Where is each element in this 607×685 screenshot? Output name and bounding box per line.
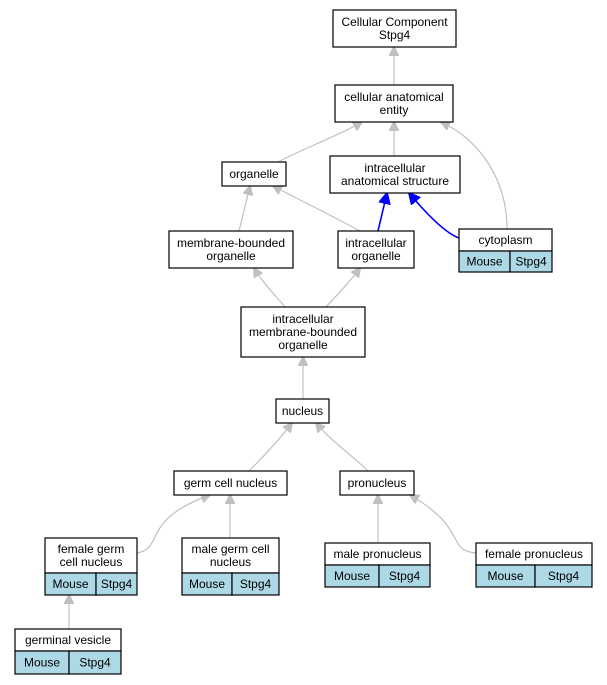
node-label-line: nucleus	[210, 555, 251, 569]
node-box	[240, 306, 366, 358]
node-label-line: membrane-bounded	[177, 236, 285, 250]
edge-femalepn-to-pronucleus	[410, 495, 477, 554]
species-label: Mouse	[24, 656, 60, 670]
edge-imbo-to-io	[325, 268, 360, 308]
node-box	[221, 161, 287, 187]
node-pronucleus[interactable]: pronucleus	[339, 470, 415, 496]
node-label-line: organelle	[351, 249, 401, 263]
edge-imbo-to-mbo	[254, 268, 286, 308]
node-box	[181, 537, 280, 574]
node-box	[334, 84, 454, 123]
gene-label: Stpg4	[389, 569, 421, 583]
node-label-line: male pronucleus	[333, 547, 421, 561]
node-label-line: cellular anatomical	[344, 90, 443, 104]
node-label-line: organelle	[278, 338, 328, 352]
node-box	[332, 9, 457, 48]
edge-pronucleus-to-nucleus	[316, 423, 369, 472]
edge-cytoplasm-to-ias	[409, 193, 460, 239]
edge-fgcn-to-gcn	[136, 495, 210, 554]
node-box	[329, 155, 461, 194]
gene-label: Stpg4	[515, 255, 547, 269]
gene-label: Stpg4	[101, 577, 133, 591]
edge-mbo-to-organelle	[238, 186, 250, 232]
edge-cytoplasm-to-cae	[441, 122, 508, 230]
node-label-line: membrane-bounded	[249, 325, 357, 339]
node-gcn[interactable]: germ cell nucleus	[173, 470, 288, 496]
node-label-line: organelle	[229, 167, 279, 181]
species-label: Mouse	[466, 255, 502, 269]
node-label-line: intracellular	[364, 161, 425, 175]
edge-organelle-to-cae	[277, 122, 362, 163]
gene-label: Stpg4	[548, 569, 580, 583]
node-label-line: Stpg4	[379, 28, 411, 42]
species-label: Mouse	[487, 569, 523, 583]
annotation-cell	[95, 572, 138, 596]
node-label-line: male germ cell	[191, 542, 269, 556]
edges-layer	[69, 47, 508, 629]
annotation-cell	[68, 650, 122, 675]
node-box	[339, 470, 415, 496]
node-label-line: intracellular	[272, 312, 333, 326]
node-nucleus[interactable]: nucleus	[275, 398, 330, 424]
species-label: Mouse	[334, 569, 370, 583]
node-label-line: female pronucleus	[485, 547, 583, 561]
gene-label: Stpg4	[240, 577, 272, 591]
annotation-cell	[378, 564, 431, 588]
node-label-line: female germ	[58, 542, 125, 556]
node-label-line: germinal vesicle	[25, 633, 111, 647]
node-label-line: anatomical structure	[341, 174, 449, 188]
node-label-line: intracellular	[345, 236, 406, 250]
node-label-line: germ cell nucleus	[184, 476, 277, 490]
node-label-line: pronucleus	[348, 476, 407, 490]
node-box	[275, 398, 330, 424]
node-label-line: cell nucleus	[60, 555, 123, 569]
node-label-line: entity	[380, 103, 409, 117]
node-label-line: Cellular Component	[341, 15, 448, 29]
node-label-line: nucleus	[282, 404, 323, 418]
edge-io-to-organelle	[273, 186, 361, 232]
node-box	[168, 230, 294, 269]
node-organelle[interactable]: organelle	[221, 161, 287, 187]
gene-label: Stpg4	[79, 656, 111, 670]
edge-gcn-to-nucleus	[248, 423, 292, 472]
node-label-line: organelle	[206, 249, 256, 263]
edge-io-to-ias	[377, 193, 387, 232]
node-box	[337, 230, 415, 269]
species-label: Mouse	[189, 577, 225, 591]
annotation-cell	[534, 564, 593, 588]
annotation-cell	[509, 250, 553, 273]
node-label-line: cytoplasm	[478, 233, 532, 247]
node-box	[173, 470, 288, 496]
annotation-cell	[231, 572, 280, 596]
species-label: Mouse	[52, 577, 88, 591]
